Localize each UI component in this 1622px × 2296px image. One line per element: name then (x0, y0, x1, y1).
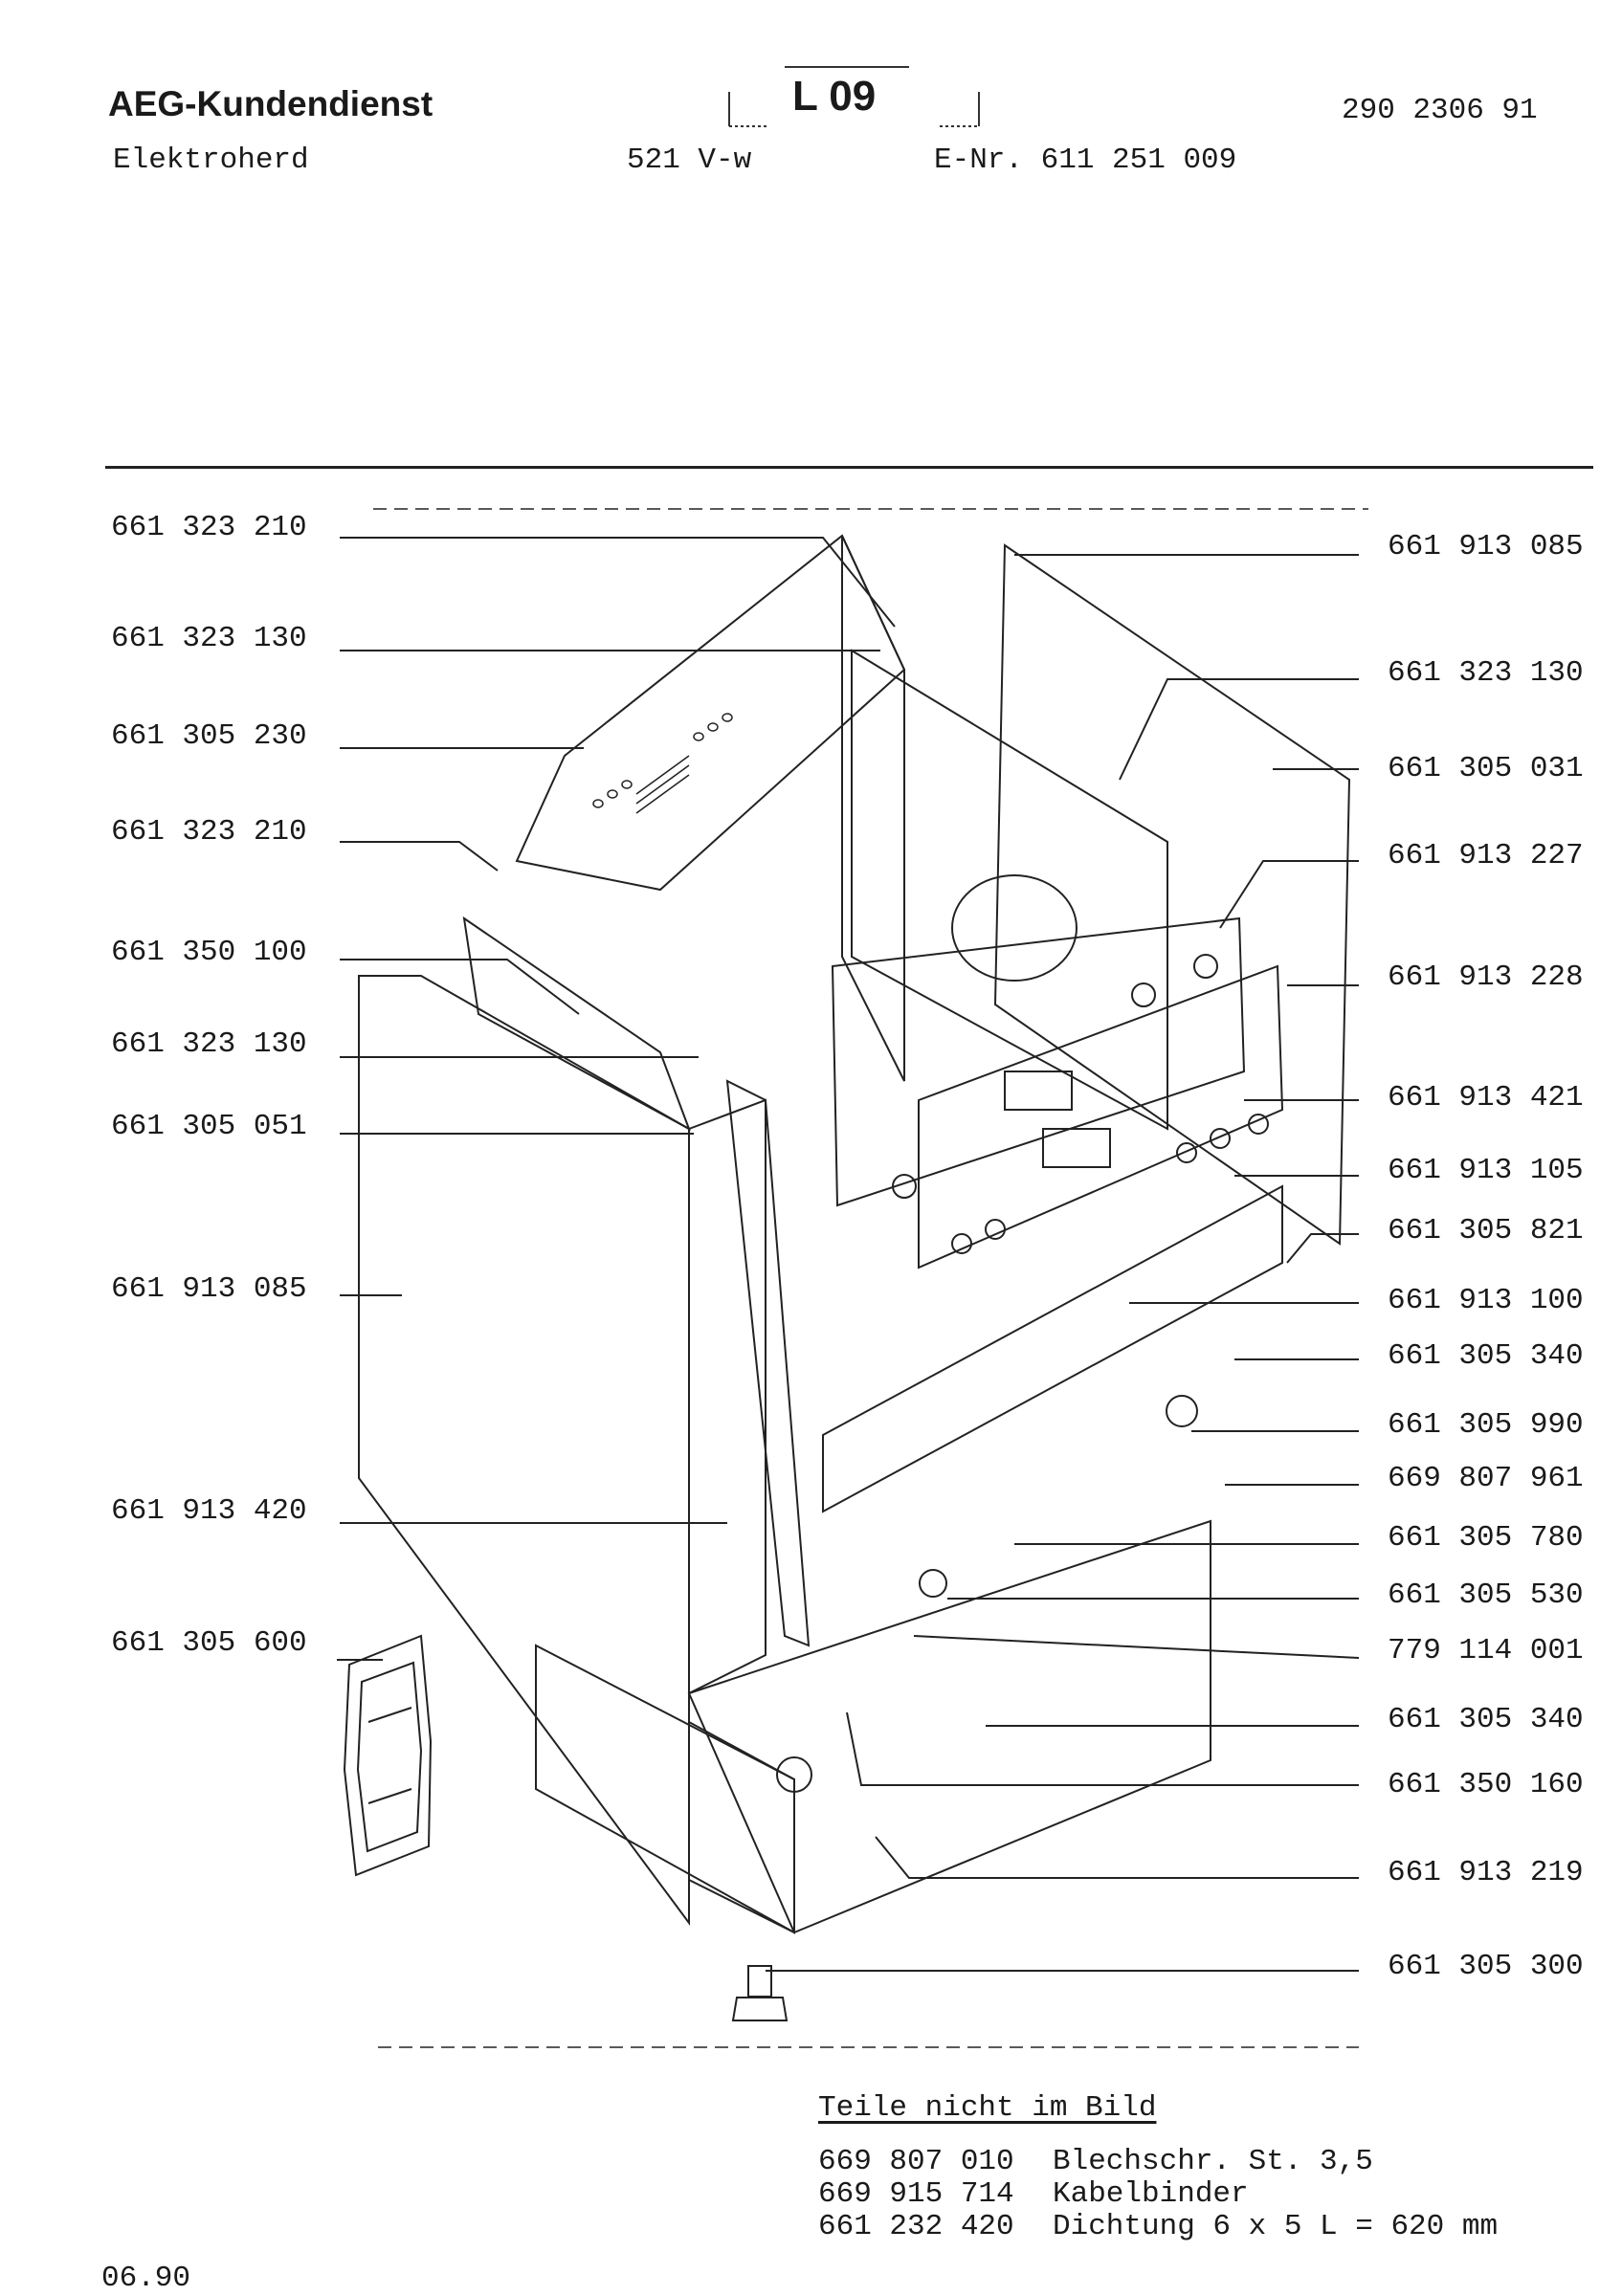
right-part-number: 669 807 961 (1388, 1462, 1584, 1495)
not-shown-description: Blechschr. St. 3,5 (1053, 2145, 1373, 2178)
right-part-number: 661 350 160 (1388, 1768, 1584, 1801)
right-part-number: 661 913 085 (1388, 530, 1584, 563)
code-box (727, 63, 981, 130)
section-code: L 09 (792, 73, 877, 120)
left-part-number: 661 913 085 (111, 1272, 307, 1306)
right-part-number: 661 305 780 (1388, 1521, 1584, 1555)
left-part-number: 661 305 051 (111, 1110, 307, 1143)
right-part-number: 779 114 001 (1388, 1634, 1584, 1667)
right-part-number: 661 323 130 (1388, 656, 1584, 690)
right-part-number: 661 305 031 (1388, 752, 1584, 785)
not-shown-row: 669 807 010 Blechschr. St. 3,5 (818, 2145, 1373, 2178)
left-part-number: 661 323 130 (111, 622, 307, 655)
not-shown-description: Dichtung 6 x 5 L = 620 mm (1053, 2210, 1499, 2243)
left-part-number: 661 350 100 (111, 936, 307, 969)
left-part-number: 661 305 230 (111, 719, 307, 753)
not-shown-description: Kabelbinder (1053, 2177, 1249, 2211)
right-part-number: 661 913 421 (1388, 1081, 1584, 1115)
not-shown-part-number: 669 915 714 (818, 2177, 1014, 2211)
document-number: 290 2306 91 (1342, 94, 1538, 127)
footer-date: 06.90 (101, 2262, 191, 2295)
not-shown-part-number: 661 232 420 (818, 2210, 1014, 2243)
right-part-number: 661 913 227 (1388, 839, 1584, 872)
not-shown-row: 661 232 420 Dichtung 6 x 5 L = 620 mm (818, 2210, 1498, 2243)
brand-title: AEG-Kundendienst (108, 84, 433, 123)
right-part-number: 661 913 219 (1388, 1856, 1584, 1889)
e-number: E-Nr. 611 251 009 (934, 144, 1237, 177)
right-part-number: 661 305 340 (1388, 1339, 1584, 1373)
product-name: Elektroherd (113, 144, 309, 177)
left-part-number: 661 913 420 (111, 1494, 307, 1528)
right-part-number: 661 913 228 (1388, 960, 1584, 994)
right-part-number: 661 305 340 (1388, 1703, 1584, 1736)
not-shown-row: 669 915 714 Kabelbinder (818, 2177, 1249, 2211)
right-part-number: 661 305 530 (1388, 1578, 1584, 1612)
model-number: 521 V-w (627, 144, 752, 177)
left-part-number: 661 323 210 (111, 511, 307, 544)
not-shown-title: Teile nicht im Bild (818, 2091, 1157, 2125)
header-rule (105, 466, 1593, 469)
right-part-number: 661 305 300 (1388, 1950, 1584, 1983)
left-part-number: 661 323 130 (111, 1027, 307, 1061)
right-part-number: 661 305 990 (1388, 1408, 1584, 1442)
right-part-number: 661 305 821 (1388, 1214, 1584, 1247)
right-part-number: 661 913 105 (1388, 1154, 1584, 1187)
not-shown-part-number: 669 807 010 (818, 2145, 1014, 2178)
left-part-number: 661 305 600 (111, 1626, 307, 1660)
right-part-number: 661 913 100 (1388, 1284, 1584, 1317)
left-part-number: 661 323 210 (111, 815, 307, 849)
